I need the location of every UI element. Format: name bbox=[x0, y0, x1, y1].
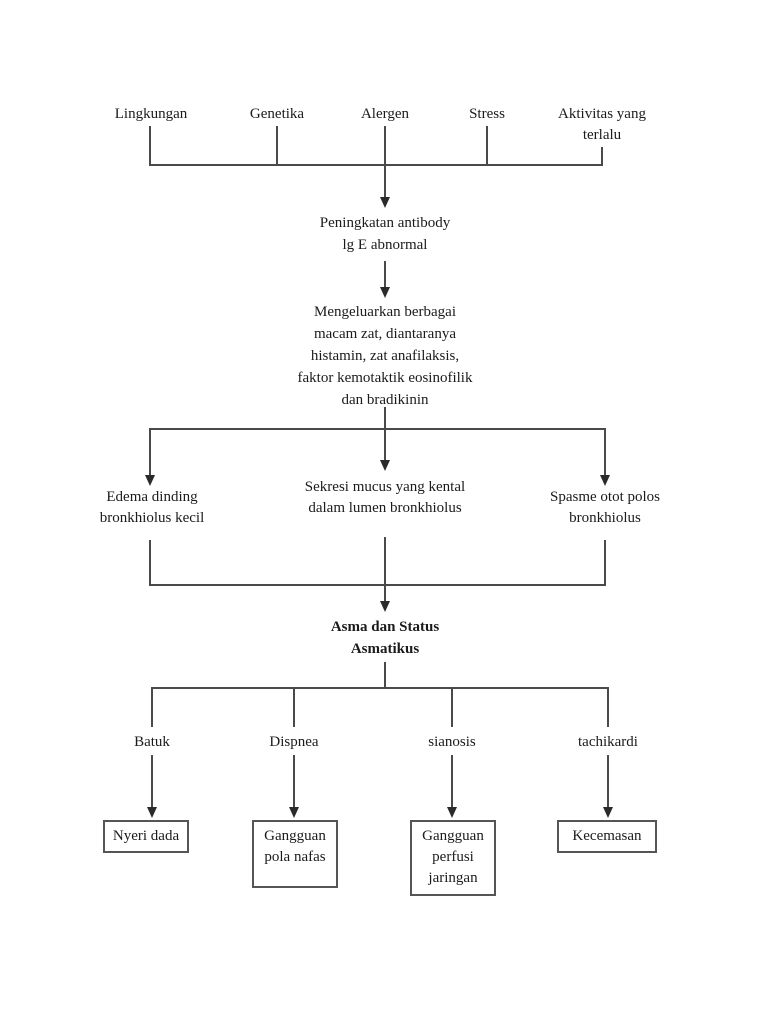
cause-label-aktivitas: Aktivitas yang terlalu bbox=[558, 106, 646, 143]
collector-line-effects bbox=[150, 584, 605, 586]
arrow-line bbox=[384, 428, 386, 460]
arrow-line bbox=[384, 537, 386, 601]
arrow-down-icon bbox=[600, 475, 610, 486]
node-mediators: Mengeluarkan berbagai macam zat, diantar… bbox=[297, 304, 473, 408]
connector-tick bbox=[151, 687, 153, 727]
branch-line-symptoms bbox=[152, 687, 608, 689]
arrow-down-icon bbox=[380, 460, 390, 471]
outcome-box-nyeri-dada: Nyeri dada bbox=[103, 820, 189, 853]
connector-stub bbox=[384, 662, 386, 689]
connector-tick bbox=[486, 126, 488, 166]
connector-tick bbox=[293, 687, 295, 727]
outcome-box-gangguan-pola-nafas: Gangguan pola nafas bbox=[252, 820, 338, 888]
arrow-line bbox=[149, 428, 151, 475]
collector-line-causes bbox=[150, 164, 602, 166]
arrow-line bbox=[293, 755, 295, 808]
arrow-line bbox=[604, 428, 606, 475]
arrow-down-icon bbox=[447, 807, 457, 818]
symptom-label-dispnea: Dispnea bbox=[269, 734, 319, 750]
node-sekresi: Sekresi mucus yang kental dalam lumen br… bbox=[304, 479, 466, 516]
node-antibody: Peningkatan antibody lg E abnormal bbox=[319, 215, 451, 253]
cause-label-genetika: Genetika bbox=[249, 106, 305, 122]
connector-tick bbox=[601, 147, 603, 166]
arrow-line bbox=[607, 755, 609, 808]
branch-line-effects bbox=[150, 428, 605, 430]
outcome-box-kecemasan: Kecemasan bbox=[557, 820, 657, 853]
arrow-line bbox=[384, 261, 386, 288]
outcome-box-gangguan-perfusi-jaringan: Gangguan perfusi jaringan bbox=[410, 820, 496, 896]
cause-label-lingkungan: Lingkungan bbox=[114, 106, 188, 122]
connector-tick bbox=[451, 687, 453, 727]
arrow-down-icon bbox=[380, 287, 390, 298]
node-spasme: Spasme otot polos bronkhiolus bbox=[549, 489, 660, 526]
symptom-label-sianosis: sianosis bbox=[428, 734, 476, 750]
cause-label-alergen: Alergen bbox=[360, 106, 410, 122]
connector-tick bbox=[149, 540, 151, 586]
arrow-down-icon bbox=[289, 807, 299, 818]
arrow-down-icon bbox=[603, 807, 613, 818]
cause-label-stress: Stress bbox=[469, 106, 505, 122]
connector-tick bbox=[149, 126, 151, 166]
arrow-line bbox=[384, 126, 386, 198]
arrow-down-icon bbox=[380, 601, 390, 612]
node-edema: Edema dinding bronkhiolus kecil bbox=[99, 489, 205, 526]
connector-stub bbox=[384, 407, 386, 430]
node-diagnosis-asma: Asma dan Status Asmatikus bbox=[330, 619, 440, 657]
arrow-down-icon bbox=[145, 475, 155, 486]
arrow-line bbox=[451, 755, 453, 808]
arrow-line bbox=[151, 755, 153, 808]
arrow-down-icon bbox=[380, 197, 390, 208]
connector-tick bbox=[276, 126, 278, 166]
symptom-label-batuk: Batuk bbox=[134, 734, 170, 750]
connector-tick bbox=[607, 687, 609, 727]
arrow-down-icon bbox=[147, 807, 157, 818]
connector-tick bbox=[604, 540, 606, 586]
symptom-label-tachikardi: tachikardi bbox=[578, 734, 638, 750]
